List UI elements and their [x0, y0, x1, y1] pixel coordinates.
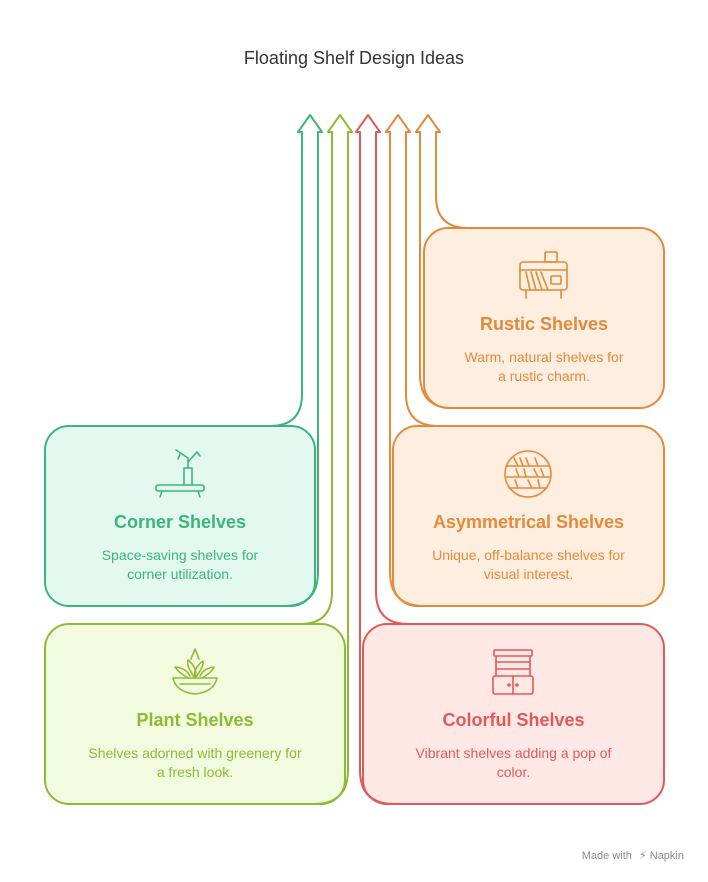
card-plant-desc-line-1: Shelves adorned with greenery for [88, 745, 302, 761]
shelving-unit-icon [492, 649, 534, 695]
card-colorful-desc-line-1: Vibrant shelves adding a pop of [415, 745, 612, 761]
card-colorful-box [362, 623, 665, 805]
card-corner-desc-line-1: Space-saving shelves for [101, 547, 259, 563]
card-asymmetrical-box [392, 425, 665, 607]
card-plant-desc-line-2: a fresh look. [156, 764, 234, 780]
card-colorful-desc-line-2: color. [496, 764, 531, 780]
footer-made-with: Made with [581, 850, 632, 862]
rustic-cabinet-icon [519, 251, 568, 299]
connector-rustic [415, 114, 500, 409]
card-corner-desc: Space-saving shelves for corner utilizat… [45, 546, 315, 584]
card-corner-desc-line-2: corner utilization. [127, 566, 233, 582]
footer-attribution: Made with ⚡︎ Napkin [582, 849, 684, 862]
card-rustic-box [423, 227, 665, 409]
card-asymmetrical-desc-line-2: visual interest. [483, 566, 574, 582]
card-plant-box [44, 623, 346, 805]
footer-brand: Napkin [649, 850, 684, 862]
card-colorful-desc: Vibrant shelves adding a pop of color. [363, 744, 664, 782]
card-colorful-title: Colorful Shelves [442, 710, 585, 730]
napkin-logo-icon: ⚡︎ [638, 850, 647, 862]
card-asymmetrical-title: Asymmetrical Shelves [432, 512, 625, 532]
card-asymmetrical-desc-line-1: Unique, off-balance shelves for [432, 547, 625, 563]
card-plant-title: Plant Shelves [136, 710, 254, 730]
connector-corner [250, 114, 323, 607]
card-corner-title: Corner Shelves [113, 512, 247, 532]
card-rustic-desc-line-2: a rustic charm. [498, 368, 590, 384]
card-rustic-desc-line-1: Warm, natural shelves for [464, 349, 624, 365]
card-corner-box [44, 425, 316, 607]
card-rustic-desc: Warm, natural shelves for a rustic charm… [424, 348, 664, 386]
card-plant-desc: Shelves adorned with greenery for a fres… [45, 744, 345, 782]
connector-asymmetrical [385, 114, 470, 607]
diagram-title: Floating Shelf Design Ideas [243, 48, 465, 68]
card-rustic-title: Rustic Shelves [479, 314, 609, 334]
connector-colorful [355, 114, 440, 805]
corner-shelf-plant-icon [155, 449, 205, 498]
connector-plant [272, 114, 353, 805]
round-shelf-icon [504, 450, 552, 498]
card-asymmetrical-desc: Unique, off-balance shelves for visual i… [393, 546, 664, 584]
plant-bowl-icon [172, 648, 218, 695]
